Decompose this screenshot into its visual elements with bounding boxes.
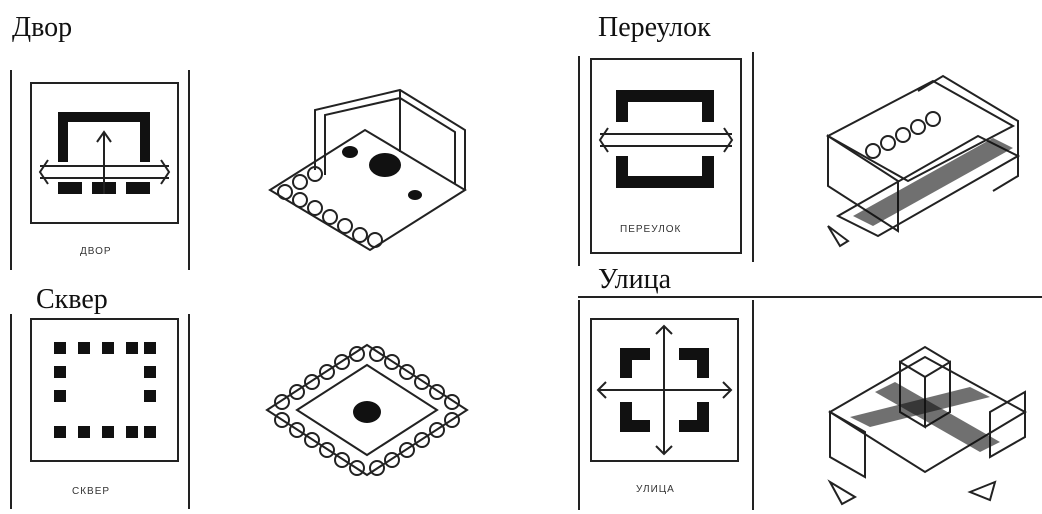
left-edge-line-pereulok bbox=[578, 56, 580, 266]
caption-ulitsa: УЛИЦА bbox=[636, 484, 675, 495]
divider-pereulok bbox=[752, 52, 754, 262]
plan-icon-ulitsa: УЛИЦА bbox=[590, 318, 739, 495]
lane-plan-icon bbox=[598, 90, 734, 188]
divider-skver bbox=[188, 314, 190, 509]
caption-dvor: ДВОР bbox=[80, 246, 112, 257]
street-isometric-illustration bbox=[827, 345, 1028, 506]
plan-icon-dvor: ДВОР bbox=[30, 82, 179, 257]
caption-pereulok: ПЕРЕУЛОК bbox=[620, 224, 682, 235]
square-isometric-illustration bbox=[265, 343, 469, 477]
plan-icon-pereulok: ПЕРЕУЛОК bbox=[590, 58, 742, 254]
separator-line-ulitsa bbox=[578, 296, 1042, 298]
left-edge-line-ulitsa bbox=[578, 300, 580, 510]
heading-skver: Сквер bbox=[36, 284, 108, 315]
heading-pereulok: Переулок bbox=[598, 12, 711, 43]
divider-dvor bbox=[188, 70, 190, 270]
lane-isometric-illustration bbox=[825, 74, 1021, 248]
courtyard-plan-icon bbox=[38, 112, 171, 194]
divider-ulitsa bbox=[752, 300, 754, 510]
heading-dvor: Двор bbox=[12, 12, 73, 43]
street-plan-icon bbox=[596, 324, 733, 456]
left-edge-line-dvor bbox=[10, 70, 12, 270]
heading-ulitsa: Улица bbox=[598, 264, 672, 295]
courtyard-isometric-illustration bbox=[268, 88, 467, 252]
caption-skver: СКВЕР bbox=[72, 486, 111, 497]
square-plan-icon bbox=[54, 342, 156, 438]
left-edge-line-skver bbox=[10, 314, 12, 509]
plan-icon-skver: СКВЕР bbox=[30, 318, 179, 497]
